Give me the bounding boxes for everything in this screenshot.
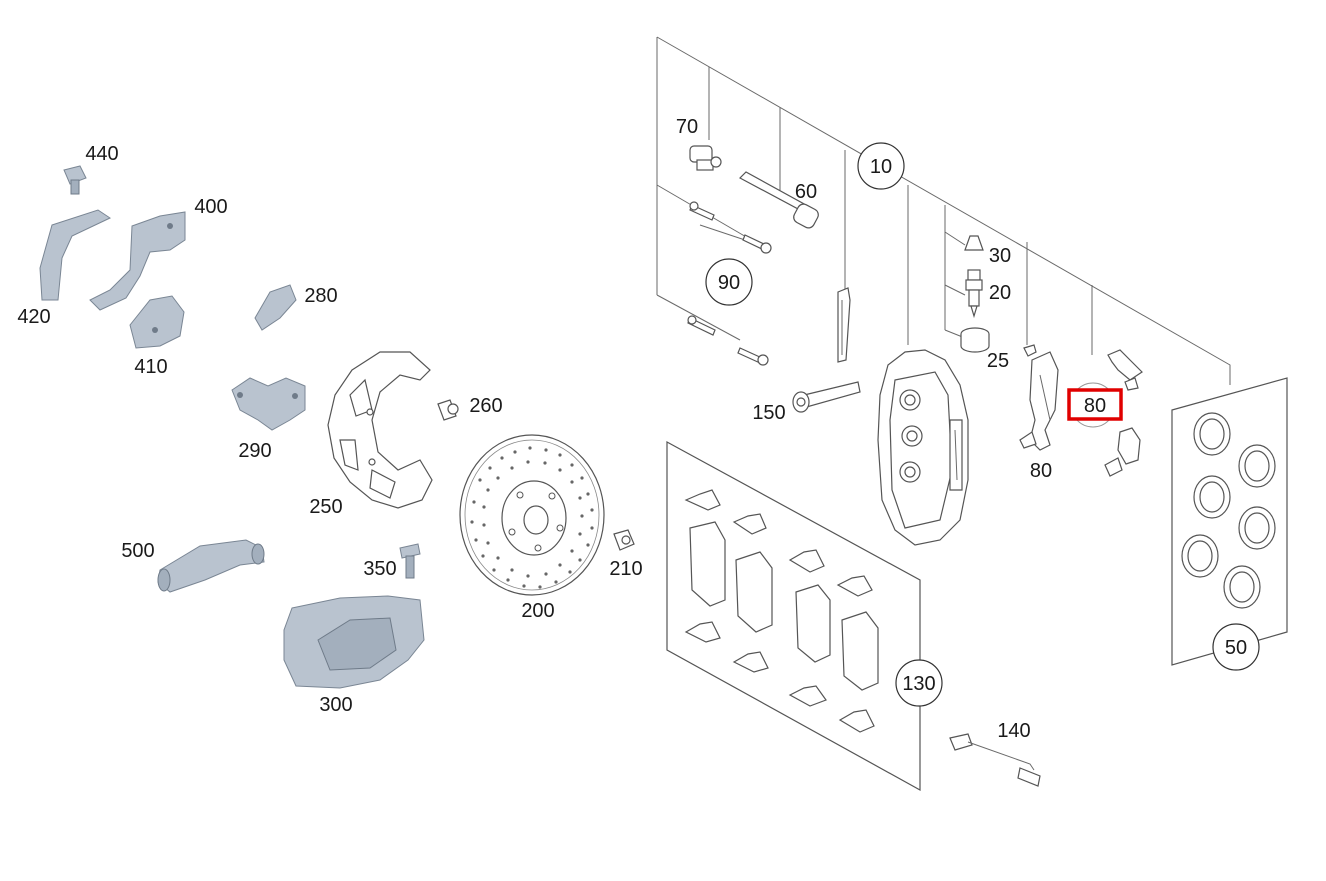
seal-rings [1181, 412, 1276, 609]
part-200-brake-disc [459, 434, 605, 596]
part-20-bleed-valve [965, 269, 983, 319]
label-400[interactable]: 400 [194, 196, 227, 218]
label-20[interactable]: 20 [989, 282, 1011, 304]
label-300[interactable]: 300 [319, 694, 352, 716]
label-60[interactable]: 60 [795, 181, 817, 203]
callout-130-label: 130 [902, 673, 935, 695]
part-420-bracket [39, 209, 112, 301]
label-250[interactable]: 250 [309, 496, 342, 518]
part-280-cover [254, 284, 297, 331]
part-350-screw [399, 543, 421, 579]
label-440[interactable]: 440 [85, 143, 118, 165]
part-300-air-duct [283, 595, 425, 689]
label-420[interactable]: 420 [17, 306, 50, 328]
label-210[interactable]: 210 [609, 558, 642, 580]
caliper-group-leaders [656, 36, 1231, 385]
label-260[interactable]: 260 [469, 395, 502, 417]
part-140-wear-sensor [949, 733, 1041, 787]
brake-caliper [877, 349, 969, 546]
callout-50[interactable]: 50 [1212, 623, 1260, 671]
label-500[interactable]: 500 [121, 540, 154, 562]
part-250-dust-shield [327, 351, 433, 509]
label-80-spring[interactable]: 80 [1030, 460, 1052, 482]
label-200[interactable]: 200 [521, 600, 554, 622]
callout-80-highlighted[interactable]: 80 [1067, 382, 1123, 428]
part-25-sleeve [960, 327, 990, 353]
part-60-guide-pin [739, 171, 819, 229]
part-260-screw [437, 399, 459, 421]
part-50-seal-kit [1171, 377, 1288, 666]
callout-90[interactable]: 90 [705, 258, 753, 306]
part-130-brake-pads [666, 440, 921, 792]
disc-holes [470, 446, 594, 589]
part-410-cover [129, 295, 185, 349]
pad-clips [684, 489, 875, 733]
callout-90-label: 90 [718, 272, 740, 294]
part-80-clips [1104, 349, 1143, 477]
part-70-bolt [689, 145, 722, 171]
callout-130[interactable]: 130 [895, 659, 943, 707]
label-350[interactable]: 350 [363, 558, 396, 580]
label-410[interactable]: 410 [134, 356, 167, 378]
label-150[interactable]: 150 [752, 402, 785, 424]
callout-10[interactable]: 10 [857, 142, 905, 190]
part-labels: 70 60 30 20 25 80 150 140 200 210 250 26… [17, 116, 1052, 742]
callout-50-label: 50 [1225, 637, 1247, 659]
part-150-guide-bolt [792, 381, 861, 413]
caliper-spring-clip [837, 287, 851, 363]
part-290-cover [231, 377, 306, 431]
label-30[interactable]: 30 [989, 245, 1011, 267]
label-140[interactable]: 140 [997, 720, 1030, 742]
part-80-pad-spring [1019, 344, 1059, 451]
callout-80-highlight-label: 80 [1084, 395, 1106, 417]
part-400-bracket [89, 211, 186, 311]
label-70[interactable]: 70 [676, 116, 698, 138]
callout-10-label: 10 [870, 156, 892, 178]
part-440-screw [63, 165, 87, 195]
part-210-screw [613, 529, 635, 551]
part-30-cap [964, 235, 984, 251]
disc-bolt-holes [508, 491, 564, 552]
label-25[interactable]: 25 [987, 350, 1009, 372]
part-500-duct [157, 539, 265, 593]
label-280[interactable]: 280 [304, 285, 337, 307]
label-290[interactable]: 290 [238, 440, 271, 462]
part-90-bolts [687, 201, 772, 366]
